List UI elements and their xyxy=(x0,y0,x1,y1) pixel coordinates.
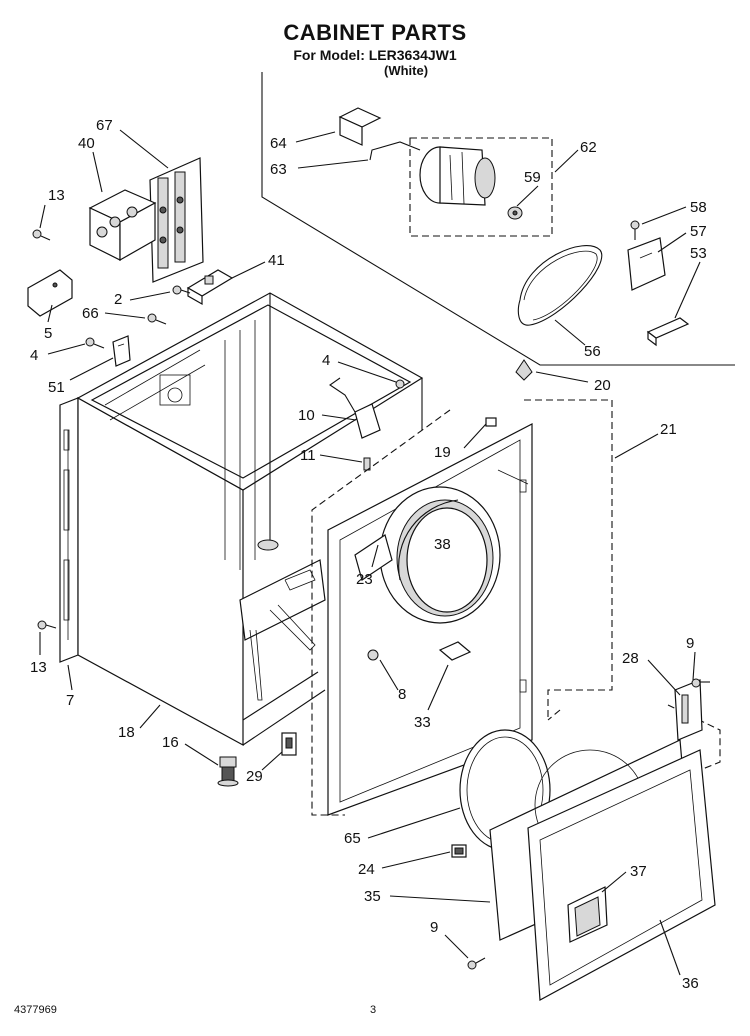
model-line: For Model: LER3634JW1 xyxy=(293,47,457,63)
callout-21: 21 xyxy=(660,421,677,438)
color-line: (White) xyxy=(384,63,429,78)
handle-37 xyxy=(567,886,608,943)
callout-57: 57 xyxy=(690,223,707,240)
callout-8: 8 xyxy=(398,686,406,703)
screw-9-bottom xyxy=(467,957,486,970)
callout-7: 7 xyxy=(66,692,74,709)
leg-16 xyxy=(217,756,239,787)
screw-20 xyxy=(515,359,533,381)
page-title: CABINET PARTS xyxy=(283,20,467,45)
bracket-5 xyxy=(27,269,73,317)
callout-13: 13 xyxy=(30,659,47,676)
catch-24 xyxy=(451,844,467,858)
pulley-59 xyxy=(507,206,523,220)
seal-38 xyxy=(398,499,459,581)
bracket-29 xyxy=(281,732,297,756)
callout-38: 38 xyxy=(434,536,451,553)
screw-13-bottom xyxy=(37,620,57,630)
bracket-57 xyxy=(627,237,666,291)
callout-10: 10 xyxy=(298,407,315,424)
callout-2: 2 xyxy=(114,291,122,308)
front-assembly-outline xyxy=(524,399,613,720)
callout-19: 19 xyxy=(434,444,451,461)
callout-41: 41 xyxy=(268,252,285,269)
switch-64 xyxy=(338,107,382,146)
callout-9: 9 xyxy=(686,635,694,652)
cabinet-body xyxy=(59,292,424,747)
callout-64: 64 xyxy=(270,135,287,152)
page-number: 3 xyxy=(370,1004,377,1016)
screw-58 xyxy=(630,220,640,240)
callout-51: 51 xyxy=(48,379,65,396)
callout-numbers: 67 40 13 41 2 66 5 4 51 64 63 59 62 58 5… xyxy=(30,117,707,992)
terminal-41 xyxy=(186,269,234,306)
thermostat-10 xyxy=(329,377,381,439)
callout-56: 56 xyxy=(584,343,601,360)
screw-4-mid xyxy=(395,379,405,389)
motor-assembly-outline xyxy=(409,137,553,237)
callout-28: 28 xyxy=(622,650,639,667)
clip-19 xyxy=(485,417,497,427)
screw-4-left xyxy=(85,337,105,349)
terminal-block-40 xyxy=(88,189,157,262)
callout-4: 4 xyxy=(30,347,38,364)
clip-51 xyxy=(112,335,131,367)
section-divider xyxy=(261,72,735,366)
callout-20: 20 xyxy=(594,377,611,394)
callout-66: 66 xyxy=(82,305,99,322)
leader-lines xyxy=(39,129,701,976)
document-number: 4377969 xyxy=(14,1004,57,1016)
callout-65: 65 xyxy=(344,830,361,847)
hinge-28 xyxy=(674,679,703,741)
callout-35: 35 xyxy=(364,888,381,905)
harness-63 xyxy=(369,141,421,161)
screw-13-top xyxy=(32,229,51,241)
callout-59: 59 xyxy=(524,169,541,186)
callout-4: 4 xyxy=(322,352,330,369)
callout-16: 16 xyxy=(162,734,179,751)
callout-37: 37 xyxy=(630,863,647,880)
screw-66 xyxy=(147,313,167,325)
callout-18: 18 xyxy=(118,724,135,741)
callout-11: 11 xyxy=(300,447,316,464)
belt-56 xyxy=(517,245,603,326)
motor-62 xyxy=(419,146,496,206)
callout-23: 23 xyxy=(356,571,373,588)
front-panel-21 xyxy=(327,423,533,816)
screw-9-top xyxy=(691,678,710,688)
bracket-23 xyxy=(354,534,393,581)
callout-33: 33 xyxy=(414,714,431,731)
callout-53: 53 xyxy=(690,245,707,262)
outer-door-36 xyxy=(527,749,716,1001)
control-bracket-67 xyxy=(149,157,204,283)
callout-58: 58 xyxy=(690,199,707,216)
callout-40: 40 xyxy=(78,135,95,152)
switch-53 xyxy=(646,317,690,347)
screw-8 xyxy=(367,649,379,661)
callout-62: 62 xyxy=(580,139,597,156)
callout-5: 5 xyxy=(44,325,52,342)
callout-36: 36 xyxy=(682,975,699,992)
screw-2 xyxy=(172,285,191,295)
callout-29: 29 xyxy=(246,768,263,785)
callout-67: 67 xyxy=(96,117,113,134)
callout-13: 13 xyxy=(48,187,65,204)
callout-63: 63 xyxy=(270,161,287,178)
callout-9: 9 xyxy=(430,919,438,936)
latch-33 xyxy=(438,641,472,661)
callout-24: 24 xyxy=(358,861,375,878)
